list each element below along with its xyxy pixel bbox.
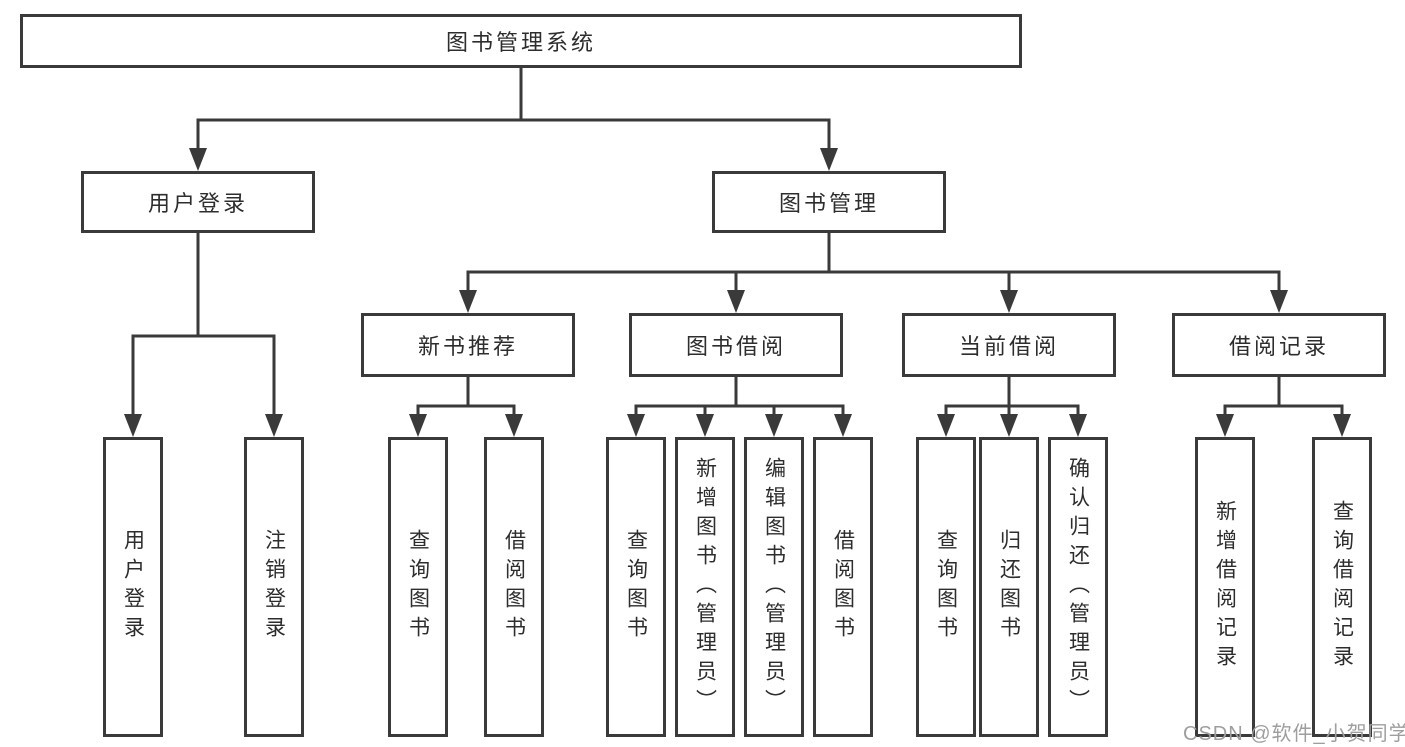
node-current-query-book: 查询图书	[916, 437, 976, 737]
node-current-borrowing-label: 当前借阅	[958, 334, 1059, 359]
node-recommend-query-book: 查询图书	[388, 437, 448, 737]
watermark: CSDN @软件_小贺同学	[1183, 723, 1405, 745]
node-borrow-query-book-label: 查询图书	[624, 529, 648, 645]
node-records-add-record: 新增借阅记录	[1195, 437, 1255, 737]
node-recommend-query-book-label: 查询图书	[406, 529, 430, 645]
node-borrow-add-book-admin-label: 新增图书（管理员）	[693, 456, 717, 718]
node-records-query-record: 查询借阅记录	[1312, 437, 1372, 737]
node-borrow-edit-book-admin: 编辑图书（管理员）	[744, 437, 804, 737]
node-current-confirm-return-admin-label: 确认归还（管理员）	[1066, 456, 1090, 718]
node-new-book-recommend-label: 新书推荐	[417, 334, 518, 359]
node-login-logout-label: 注销登录	[262, 529, 286, 645]
node-book-management-label: 图书管理	[778, 191, 879, 216]
node-records-add-record-label: 新增借阅记录	[1213, 500, 1237, 674]
node-login-user-login-label: 用户登录	[121, 529, 145, 645]
node-borrow-add-book-admin: 新增图书（管理员）	[675, 437, 735, 737]
node-user-login-label: 用户登录	[147, 191, 248, 216]
node-current-return-book: 归还图书	[979, 437, 1039, 737]
node-user-login: 用户登录	[81, 171, 315, 233]
node-current-borrowing: 当前借阅	[902, 313, 1116, 377]
node-book-borrowing: 图书借阅	[629, 313, 843, 377]
node-recommend-borrow-book: 借阅图书	[484, 437, 544, 737]
node-login-user-login: 用户登录	[103, 437, 163, 737]
node-book-management: 图书管理	[712, 171, 946, 233]
node-borrowing-records-label: 借阅记录	[1228, 334, 1329, 359]
node-current-return-book-label: 归还图书	[997, 529, 1021, 645]
node-library-system-label: 图书管理系统	[445, 30, 596, 55]
node-new-book-recommend: 新书推荐	[361, 313, 575, 377]
node-records-query-record-label: 查询借阅记录	[1330, 500, 1354, 674]
node-borrow-edit-book-admin-label: 编辑图书（管理员）	[762, 456, 786, 718]
node-borrow-query-book: 查询图书	[606, 437, 666, 737]
node-borrowing-records: 借阅记录	[1172, 313, 1386, 377]
node-login-logout: 注销登录	[244, 437, 304, 737]
node-recommend-borrow-book-label: 借阅图书	[502, 529, 526, 645]
node-library-system: 图书管理系统	[20, 14, 1022, 68]
node-book-borrowing-label: 图书借阅	[685, 334, 786, 359]
node-borrow-borrow-book-label: 借阅图书	[831, 529, 855, 645]
node-current-confirm-return-admin: 确认归还（管理员）	[1048, 437, 1108, 737]
node-current-query-book-label: 查询图书	[934, 529, 958, 645]
node-borrow-borrow-book: 借阅图书	[813, 437, 873, 737]
